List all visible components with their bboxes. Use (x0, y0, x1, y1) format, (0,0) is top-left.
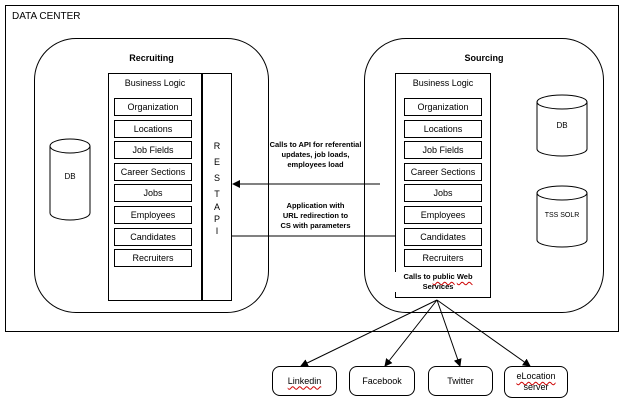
sourcing-item-jobs: Jobs (404, 184, 482, 203)
web-note-web: Web (456, 272, 473, 281)
recruiting-item-job-fields: Job Fields (114, 141, 192, 160)
elocation-sublabel: server (523, 382, 549, 392)
recruiting-item-jobs: Jobs (114, 184, 192, 203)
facebook-connector (384, 299, 438, 367)
recruiting-item-recruiters: Recruiters (114, 249, 192, 268)
recruiting-item-career-sections: Career Sections (114, 162, 192, 181)
solr-label: TSS SOLR (544, 212, 580, 219)
data-center-label: DATA CENTER (12, 11, 81, 22)
web-services-note-line1: Calls to public Web (388, 272, 488, 282)
rest-api-panel (202, 73, 232, 301)
web-services-note: Calls to public Web Services (388, 272, 488, 292)
sourcing-item-locations: Locations (404, 119, 482, 138)
twitter-box: Twitter (428, 366, 493, 396)
api-calls-note-line1: Calls to API for referential (269, 140, 362, 149)
sourcing-db-label: DB (556, 121, 568, 130)
sourcing-item-candidates: Candidates (404, 227, 482, 246)
api-calls-note: Calls to API for referential updates, jo… (263, 140, 368, 170)
recruiting-title: Recruiting (129, 53, 174, 63)
rest-api-letter: I (215, 226, 219, 236)
sourcing-item-career-sections: Career Sections (404, 162, 482, 181)
data-center-boundary (5, 5, 619, 332)
redirect-note-line2: URL redirection to (282, 211, 349, 220)
redirect-note: Application with URL redirection to CS w… (268, 201, 363, 231)
twitter-connector (436, 299, 462, 367)
sourcing-title: Sourcing (464, 53, 504, 63)
redirect-note-line1: Application with (286, 201, 345, 210)
sourcing-item-employees: Employees (404, 206, 482, 224)
facebook-label: Facebook (362, 375, 402, 386)
sourcing-item-organization: Organization (404, 98, 482, 116)
sourcing-item-job-fields: Job Fields (404, 141, 482, 160)
rest-api-letter: P (213, 214, 220, 224)
sourcing-item-recruiters: Recruiters (404, 249, 482, 268)
web-note-public: public (432, 272, 455, 281)
elocation-box: eLocation server (504, 366, 568, 398)
rest-api-letter: S (213, 173, 220, 183)
elocation-connector (436, 299, 531, 367)
recruiting-item-organization: Organization (114, 98, 192, 116)
sourcing-panel-title: Business Logic (412, 78, 474, 88)
recruiting-item-employees: Employees (114, 206, 192, 224)
recruiting-item-candidates: Candidates (114, 227, 192, 246)
linkedin-box: Linkedin (272, 366, 337, 396)
sourcing-db-cylinder (536, 94, 588, 157)
recruiting-db-label: DB (64, 172, 76, 181)
recruiting-db-cylinder (49, 138, 91, 221)
elocation-label: eLocation (516, 371, 556, 381)
rest-api-letter: R (213, 141, 221, 151)
rest-api-letter: T (214, 189, 220, 199)
redirect-note-line3: CS with parameters (280, 221, 351, 230)
linkedin-connector (300, 299, 438, 367)
api-calls-note-line3: employees load (287, 160, 344, 169)
rest-api-letter: E (213, 157, 220, 167)
linkedin-label: Linkedin (287, 375, 322, 386)
facebook-box: Facebook (349, 366, 415, 396)
web-note-prefix: Calls to (403, 272, 433, 281)
api-calls-note-line2: updates, job loads, (281, 150, 350, 159)
twitter-label: Twitter (447, 375, 474, 386)
recruiting-panel-title: Business Logic (124, 78, 186, 88)
rest-api-letter: A (213, 202, 220, 212)
web-services-note-line2: Services (422, 282, 454, 291)
solr-cylinder (536, 185, 588, 248)
recruiting-item-locations: Locations (114, 119, 192, 138)
